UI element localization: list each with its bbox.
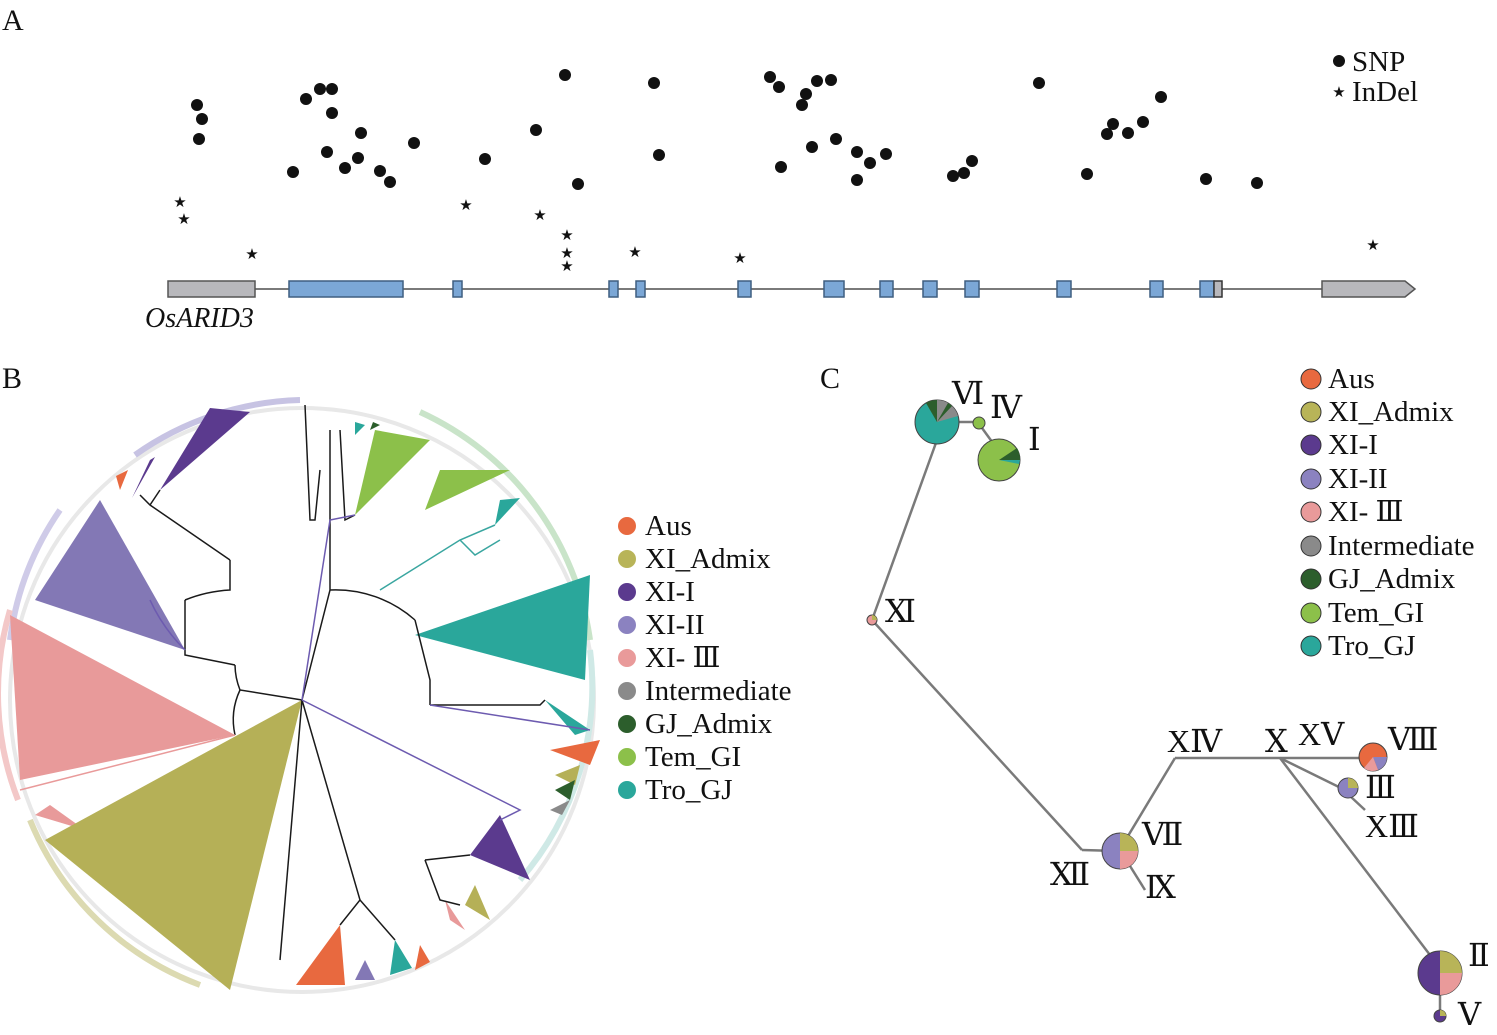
panel-c-label: C — [820, 362, 840, 395]
haplotype-node-i — [977, 438, 1021, 482]
svg-text:XⅢ: XⅢ — [1365, 808, 1419, 844]
svg-text:XI-II: XI-II — [1328, 463, 1388, 495]
svg-text:Ⅹ: Ⅹ — [1265, 723, 1288, 759]
gene-name: OsARID3 — [145, 303, 254, 334]
clade-xi-ii — [35, 500, 185, 650]
haplotype-node-v — [1433, 1009, 1447, 1023]
panel-b: B — [0, 362, 792, 994]
haplotype-labels: Ⅵ Ⅳ Ⅰ Ⅺ Ⅻ Ⅶ Ⅸ XⅣ Ⅹ XⅤ Ⅷ Ⅲ XⅢ Ⅱ Ⅴ — [885, 375, 1490, 1032]
svg-text:Tem_GI: Tem_GI — [1328, 597, 1424, 629]
tree-branches — [139, 404, 546, 961]
clade-xi-i-top — [160, 408, 250, 490]
snp-markers — [191, 69, 1263, 190]
utr-5prime — [167, 280, 256, 298]
clade-aus-bottom — [296, 925, 345, 985]
haplotype-node-ii — [1417, 950, 1463, 996]
panel-a-label: A — [2, 4, 24, 37]
svg-text:★: ★ — [459, 196, 472, 214]
svg-text:★: ★ — [560, 244, 573, 262]
panel-b-label: B — [2, 362, 22, 395]
svg-text:XI_Admix: XI_Admix — [645, 543, 771, 575]
svg-text:Ⅳ: Ⅳ — [990, 389, 1023, 425]
svg-text:★: ★ — [560, 226, 573, 244]
phylogenetic-tree — [0, 397, 600, 994]
svg-text:Ⅱ: Ⅱ — [1468, 937, 1490, 973]
svg-text:XI-I: XI-I — [1328, 429, 1378, 461]
svg-text:XⅣ: XⅣ — [1167, 723, 1223, 759]
exons — [288, 280, 1215, 298]
haplotype-node-vii — [1101, 832, 1139, 870]
clade-xi-iii — [10, 615, 235, 780]
svg-text:★: ★ — [733, 249, 746, 267]
panel-c: C — [820, 362, 1490, 1032]
svg-text:★: ★ — [560, 257, 573, 275]
haplotype-node-iii — [1337, 777, 1359, 799]
haplotype-node-vi — [914, 399, 960, 445]
svg-text:Ⅲ: Ⅲ — [1365, 769, 1396, 805]
clade-tro-gj — [415, 575, 590, 680]
panel-a: A ★★★ ★★★ ★★★ ★★ — [2, 4, 1418, 334]
svg-text:★: ★ — [1366, 236, 1379, 254]
svg-text:Ⅷ: Ⅷ — [1387, 721, 1438, 757]
svg-text:XI- Ⅲ: XI- Ⅲ — [1328, 496, 1403, 528]
svg-text:Ⅸ: Ⅸ — [1145, 869, 1176, 905]
svg-text:Intermediate: Intermediate — [1328, 530, 1475, 562]
variant-legend: SNP ★ InDel — [1332, 46, 1418, 108]
svg-text:Intermediate: Intermediate — [645, 675, 792, 707]
group-legend: Aus XI_Admix XI-I XI-II XI- Ⅲ Intermedia… — [618, 510, 792, 806]
svg-text:XI-I: XI-I — [645, 576, 695, 608]
haplotype-node-iv — [972, 416, 986, 430]
svg-text:Aus: Aus — [645, 510, 692, 542]
svg-text:★: ★ — [245, 245, 258, 263]
svg-text:★: ★ — [177, 210, 190, 228]
haplotype-legend: Aus XI_Admix XI-I XI-II XI- Ⅲ Intermedia… — [1300, 363, 1475, 662]
svg-text:GJ_Admix: GJ_Admix — [1328, 563, 1456, 595]
svg-text:GJ_Admix: GJ_Admix — [645, 708, 773, 740]
svg-text:XⅤ: XⅤ — [1298, 716, 1345, 752]
svg-text:Tro_GJ: Tro_GJ — [645, 774, 733, 806]
svg-text:Ⅻ: Ⅻ — [1050, 856, 1090, 892]
snp-legend-icon — [1333, 55, 1345, 67]
svg-text:Ⅴ: Ⅴ — [1457, 996, 1482, 1032]
svg-text:★: ★ — [533, 206, 546, 224]
svg-text:Ⅰ: Ⅰ — [1028, 421, 1041, 457]
svg-text:XI-II: XI-II — [645, 609, 705, 641]
svg-text:Tro_GJ: Tro_GJ — [1328, 630, 1416, 662]
svg-text:★: ★ — [173, 193, 186, 211]
indel-legend-label: InDel — [1352, 76, 1418, 108]
clade-tem-gi-top — [355, 430, 430, 515]
svg-text:Tem_GI: Tem_GI — [645, 741, 741, 773]
clade-xi-admix — [45, 700, 302, 990]
gene-model: OsARID3 — [145, 280, 1417, 334]
indel-markers: ★★★ ★★★ ★★★ ★★ — [173, 193, 1379, 275]
haplotype-node-viii — [1358, 742, 1388, 772]
svg-text:XI- Ⅲ: XI- Ⅲ — [645, 642, 720, 674]
utr-3prime — [1321, 280, 1417, 298]
indel-legend-icon: ★ — [1332, 83, 1345, 101]
svg-text:Ⅶ: Ⅶ — [1141, 816, 1183, 852]
haplotype-node-xi — [866, 614, 878, 626]
network-edges — [870, 420, 1442, 1013]
svg-text:Aus: Aus — [1328, 363, 1375, 395]
svg-text:XI_Admix: XI_Admix — [1328, 396, 1454, 428]
snp-legend-label: SNP — [1352, 46, 1405, 78]
svg-text:Ⅵ: Ⅵ — [951, 375, 984, 411]
clade-aus-small — [116, 470, 128, 490]
svg-text:Ⅺ: Ⅺ — [885, 593, 916, 629]
clade-xi-i-bottom — [470, 815, 530, 880]
svg-text:★: ★ — [628, 243, 641, 261]
